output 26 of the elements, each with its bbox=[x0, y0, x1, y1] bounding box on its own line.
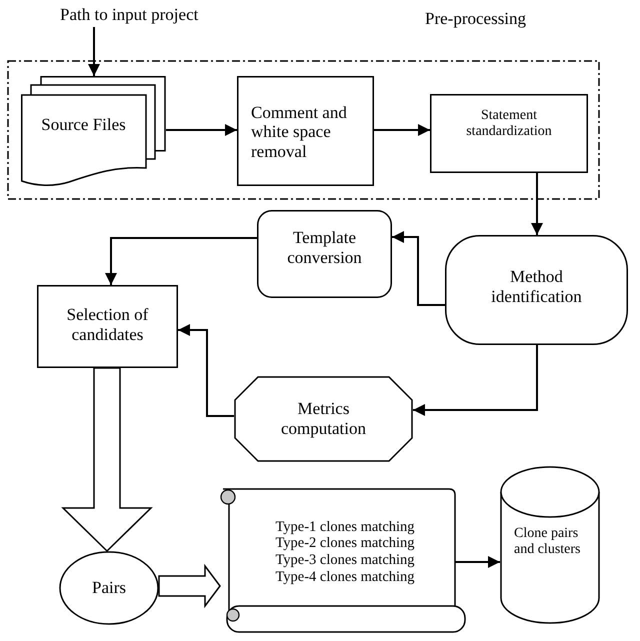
arrow bbox=[413, 345, 538, 416]
node-label: Metrics computation bbox=[280, 399, 367, 439]
node-label: Type-2 clones matching bbox=[275, 535, 415, 552]
node-label: Selection of candidates bbox=[66, 305, 150, 345]
node-label: Statement standardization bbox=[465, 108, 553, 140]
node-label: Type-1 clones matching bbox=[275, 518, 415, 536]
block-arrow bbox=[61, 367, 153, 552]
arrow bbox=[178, 324, 234, 417]
node-label: Source Files bbox=[41, 115, 126, 135]
arrow bbox=[392, 231, 445, 306]
group-heading: Pre-processing bbox=[425, 9, 526, 29]
node-label: Method identification bbox=[490, 267, 583, 307]
node-label: Comment and white space removal bbox=[251, 102, 348, 162]
arrow bbox=[531, 173, 543, 235]
block-arrow bbox=[158, 564, 221, 608]
node-label: Path to input project bbox=[60, 5, 198, 25]
node-label: Template conversion bbox=[286, 228, 363, 268]
arrow bbox=[105, 237, 257, 285]
node-label: Type-4 clones matching bbox=[275, 568, 415, 586]
arrow bbox=[88, 27, 100, 76]
node-label: Clone pairs and clusters bbox=[514, 526, 582, 558]
arrow bbox=[374, 124, 430, 136]
node-label: Type-3 clones matching bbox=[275, 552, 415, 569]
arrow bbox=[166, 124, 237, 136]
node-label: Pairs bbox=[92, 578, 126, 598]
arrow bbox=[455, 556, 500, 568]
